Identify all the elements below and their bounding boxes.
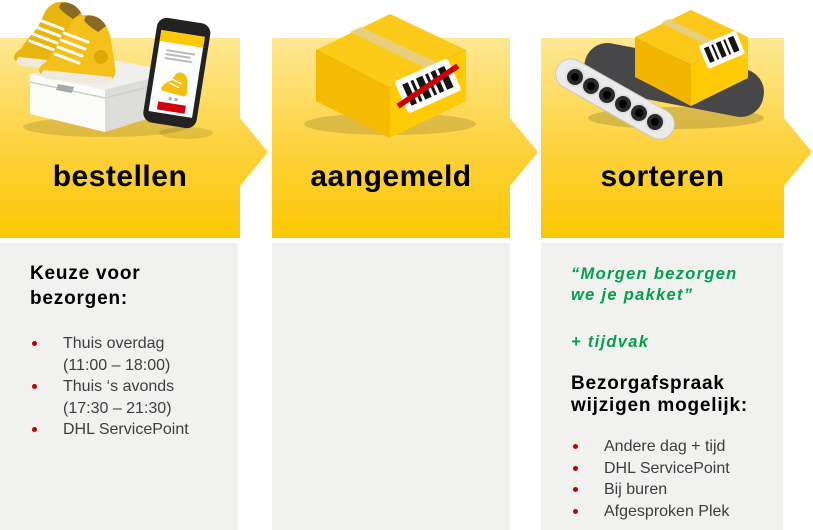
step-title: sorteren bbox=[600, 160, 725, 193]
list-item: Andere dag + tijd bbox=[571, 436, 771, 458]
bullet-text-line: DHL ServicePoint bbox=[604, 459, 730, 477]
list-item: Thuis overdag (11:00 – 18:00) bbox=[30, 333, 226, 376]
bullet-text-line: DHL ServicePoint bbox=[63, 421, 189, 438]
bullet-text-line: (17:30 – 21:30) bbox=[63, 399, 172, 417]
bullet-text-line: Thuis overdag bbox=[63, 335, 165, 352]
list-item: DHL ServicePoint bbox=[30, 419, 226, 441]
list-item: Afgesproken Plek bbox=[571, 501, 771, 523]
quote-extra: + tijdvak bbox=[571, 333, 650, 351]
list-item: Bij buren bbox=[571, 479, 771, 501]
bullet-text-line: (11:00 – 18:00) bbox=[63, 356, 171, 374]
heading-line: bezorgen: bbox=[30, 288, 128, 309]
shoes-and-phone-illustration bbox=[14, 1, 213, 139]
bullet-text-line: Afgesproken Plek bbox=[604, 502, 730, 520]
bullet-text-line: Bij buren bbox=[604, 481, 668, 498]
step-panel-sorteren: “Morgen bezorgen we je pakket” + tijdvak… bbox=[541, 243, 783, 530]
bullet-text-line: Andere dag + tijd bbox=[604, 438, 726, 455]
parcel-with-crossed-barcode-illustration bbox=[304, 14, 476, 138]
quote-line: “Morgen bezorgen bbox=[571, 265, 738, 283]
step-column-sorteren: sorteren bbox=[541, 0, 783, 530]
list-item: DHL ServicePoint bbox=[571, 458, 771, 480]
step-column-bestellen: bestellen bbox=[0, 0, 240, 530]
bullet-text-line: Thuis ‘s avonds bbox=[63, 378, 175, 395]
heading-line: wijzigen mogelijk: bbox=[571, 395, 748, 416]
step-panel-bestellen: Keuze voor bezorgen: Thuis overdag (11:0… bbox=[0, 243, 238, 530]
step-title: aangemeld bbox=[310, 160, 472, 193]
change-options-list: Andere dag + tijd DHL ServicePoint Bij b… bbox=[571, 436, 771, 522]
step-title: bestellen bbox=[52, 160, 188, 193]
step-panel-aangemeld bbox=[272, 243, 510, 530]
panel-heading: Keuze voor bezorgen: bbox=[30, 261, 226, 311]
delivery-options-list: Thuis overdag (11:00 – 18:00) Thuis ‘s a… bbox=[30, 333, 226, 441]
parcel-on-conveyor-illustration bbox=[555, 10, 764, 140]
panel-heading: Bezorgafspraak wijzigen mogelijk: bbox=[571, 373, 771, 417]
heading-line: Bezorgafspraak bbox=[571, 373, 725, 394]
notification-quote: “Morgen bezorgen we je pakket” bbox=[571, 264, 771, 305]
step-column-aangemeld: aangemeld bbox=[272, 0, 510, 530]
list-item: Thuis ‘s avonds (17:30 – 21:30) bbox=[30, 376, 226, 419]
quote-line: we je pakket” bbox=[571, 285, 694, 304]
heading-line: Keuze voor bbox=[30, 263, 141, 284]
